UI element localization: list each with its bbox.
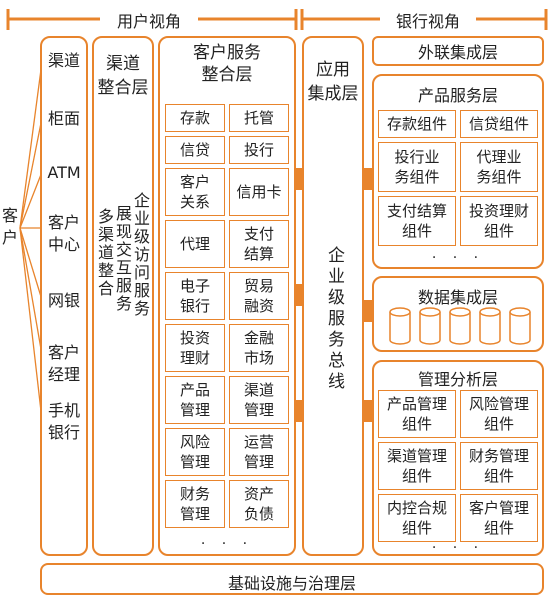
product-ellipsis: · · · bbox=[431, 250, 485, 266]
channel-item: ATM bbox=[47, 163, 81, 182]
management-cell: 风险管理 组件 bbox=[460, 390, 538, 438]
management-ellipsis: · · · bbox=[431, 540, 485, 556]
enterprise-service-bus: 企业级服务总线 bbox=[324, 246, 344, 393]
service-ellipsis: · · · bbox=[200, 536, 254, 552]
service-cell: 资产 负债 bbox=[229, 480, 289, 528]
management-cell: 客户管理 组件 bbox=[460, 494, 538, 542]
enterprise-access-service: 企业级访问服务 bbox=[131, 192, 150, 318]
connector-bar bbox=[364, 168, 372, 190]
management-analysis-title: 管理分析层 bbox=[417, 370, 498, 389]
service-cell: 产品 管理 bbox=[165, 376, 225, 424]
channel-integration-title: 渠道 整合层 bbox=[97, 54, 149, 98]
service-cell: 支付 结算 bbox=[229, 220, 289, 268]
connector-bar bbox=[364, 400, 372, 422]
product-cell: 支付结算 组件 bbox=[378, 196, 456, 246]
service-cell: 金融 市场 bbox=[229, 324, 289, 372]
foundation-box bbox=[40, 563, 544, 595]
product-cell: 存款组件 bbox=[378, 110, 456, 138]
service-cell: 渠道 管理 bbox=[229, 376, 289, 424]
foundation-label: 基础设施与治理层 bbox=[227, 574, 356, 593]
customer-label: 客户 bbox=[2, 206, 19, 247]
management-cell: 内控合规 组件 bbox=[378, 494, 456, 542]
database-icon bbox=[389, 307, 411, 345]
management-cell: 财务管理 组件 bbox=[460, 442, 538, 490]
connector-bar bbox=[296, 168, 302, 190]
channel-integration-panel bbox=[92, 36, 154, 556]
external-integration-box bbox=[372, 36, 544, 66]
channels-panel bbox=[40, 36, 88, 556]
database-icon bbox=[419, 307, 441, 345]
channel-item: 渠道 bbox=[47, 51, 80, 70]
product-cell: 信贷组件 bbox=[460, 110, 538, 138]
service-cell: 信用卡 bbox=[229, 168, 289, 216]
channel-item: 客户 经理 bbox=[47, 343, 80, 384]
service-cell: 运营 管理 bbox=[229, 428, 289, 476]
service-cell: 财务 管理 bbox=[165, 480, 225, 528]
service-integration-title: 客户服务 整合层 bbox=[193, 43, 261, 85]
external-integration-label: 外联集成层 bbox=[417, 43, 498, 62]
database-icon bbox=[479, 307, 501, 345]
database-icon bbox=[449, 307, 471, 345]
app-integration-panel bbox=[302, 36, 364, 556]
product-service-title: 产品服务层 bbox=[417, 86, 498, 105]
data-integration-title: 数据集成层 bbox=[417, 288, 498, 307]
service-cell: 存款 bbox=[165, 104, 225, 132]
product-cell: 代理业 务组件 bbox=[460, 142, 538, 192]
channels-list: 渠道柜面 ATM 客户 中心网银客户 经理手机 银行 bbox=[40, 36, 88, 556]
channel-item: 手机 银行 bbox=[47, 401, 80, 442]
service-grid: 存款托管信贷投行客户 关系信用卡代理支付 结算电子 银行贸易 融资投资 理财金融… bbox=[165, 104, 289, 540]
service-cell: 托管 bbox=[229, 104, 289, 132]
connector-bar bbox=[296, 400, 302, 422]
database-icon bbox=[509, 307, 531, 345]
connector-bar bbox=[364, 300, 372, 322]
channel-item: 客户 中心 bbox=[47, 213, 80, 254]
service-cell: 贸易 融资 bbox=[229, 272, 289, 320]
management-grid: 产品管理 组件风险管理 组件渠道管理 组件财务管理 组件内控合规 组件客户管理 … bbox=[378, 390, 538, 542]
service-cell: 投资 理财 bbox=[165, 324, 225, 372]
service-cell: 投行 bbox=[229, 136, 289, 164]
service-cell: 风险 管理 bbox=[165, 428, 225, 476]
multichannel-integration: 多渠道整合 bbox=[95, 208, 114, 298]
product-cell: 投资理财 组件 bbox=[460, 196, 538, 246]
service-cell: 信贷 bbox=[165, 136, 225, 164]
service-cell: 客户 关系 bbox=[165, 168, 225, 216]
user-view-label: 用户视角 bbox=[116, 12, 181, 31]
connector-bar bbox=[296, 284, 302, 306]
bank-view-label: 银行视角 bbox=[395, 12, 460, 31]
channel-item: 网银 bbox=[47, 291, 80, 310]
app-integration-title: 应用 集成层 bbox=[307, 60, 359, 104]
management-cell: 渠道管理 组件 bbox=[378, 442, 456, 490]
channel-item: 柜面 bbox=[47, 109, 80, 128]
presentation-interaction-service: 展现交互服务 bbox=[113, 205, 132, 313]
product-grid: 存款组件信贷组件投行业 务组件代理业 务组件支付结算 组件投资理财 组件 bbox=[378, 110, 538, 250]
product-cell: 投行业 务组件 bbox=[378, 142, 456, 192]
service-cell: 电子 银行 bbox=[165, 272, 225, 320]
service-cell: 代理 bbox=[165, 220, 225, 268]
management-cell: 产品管理 组件 bbox=[378, 390, 456, 438]
